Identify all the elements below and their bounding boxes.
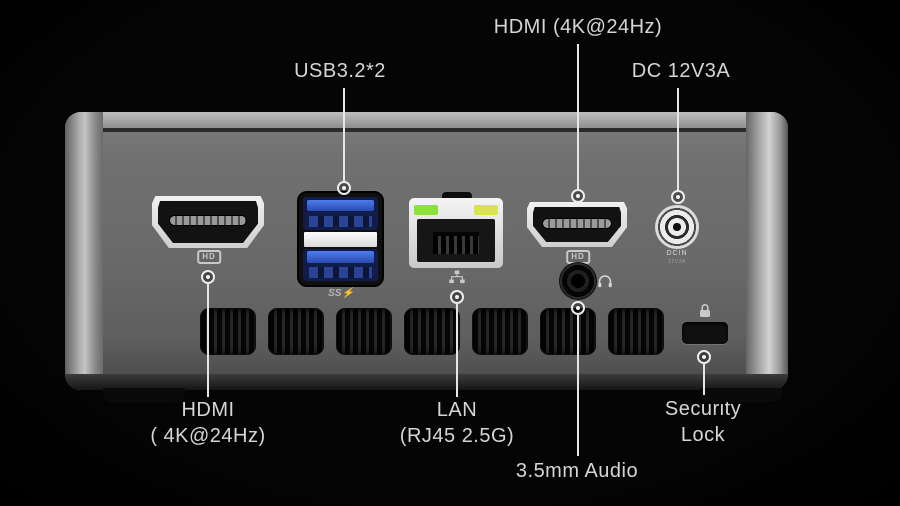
lan-led-yellow [474,205,498,215]
callout-label-hdmi-bottom-2: ( 4K@24Hz) [150,425,266,447]
callout-line-hdmi-top [577,44,579,190]
callout-label-usb: USB3.2*2 [294,60,386,82]
callout-label-hdmi-top: HDMI (4K@24Hz) [493,16,663,38]
callout-line-hdmi-bottom [207,284,209,397]
vent-grille [336,308,392,355]
callout-line-lock [703,364,705,395]
callout-label-lan-1: LAN [436,399,478,421]
callout-label-audio: 3.5mm Audio [515,460,639,482]
vent-grille [472,308,528,355]
callout-label-dc: DC 12V3A [631,60,731,82]
hdmi-logo-icon: HD [197,250,221,264]
device-left-corner [65,112,103,390]
lan-pins [432,232,480,255]
dot-core [702,355,706,359]
dot-core [676,195,680,199]
callout-dot-lock [697,350,711,364]
device-right-corner [746,112,788,390]
dot-core [455,295,459,299]
dc-spec-marking: 12V3A [668,259,686,265]
padlock-icon [699,303,711,323]
callout-line-audio [577,315,579,456]
hdmi-pin-strip [543,219,611,229]
dot-core [576,194,580,198]
usb-divider [304,231,377,247]
lan-cavity [417,219,495,262]
usb-port-bottom [303,248,378,281]
callout-dot-dc [671,190,685,204]
callout-line-dc [677,88,679,191]
dot-core [342,186,346,190]
dc-in-marking: DCIN [666,250,688,257]
hdmi-port-1 [152,196,264,248]
usb-contacts [309,215,372,227]
device-base-band [65,374,788,390]
vent-grille [404,308,460,355]
callout-dot-hdmi-top [571,189,585,203]
headphone-icon [598,274,613,293]
callout-label-lan-2: (RJ45 2.5G) [399,425,515,447]
kensington-lock-slot [682,322,728,344]
device-foot-right [700,388,782,402]
dc-power-jack [655,205,699,249]
callout-label-lock-1: Security [664,398,742,420]
callout-line-usb [343,88,345,182]
hdmi-pin-strip [169,215,247,225]
dot-core [206,275,210,279]
hdmi-port-2 [527,202,627,247]
callout-line-lan [456,304,458,397]
audio-jack-port [559,262,597,300]
callout-dot-usb [337,181,351,195]
usb-contacts [309,267,372,279]
dot-core [576,306,580,310]
network-icon [449,270,466,289]
callout-dot-hdmi-bottom [201,270,215,284]
vent-grille [268,308,324,355]
vent-grille [608,308,664,355]
usb-port-top [303,197,378,230]
device-top-edge [65,112,788,128]
lan-port [409,198,503,268]
callout-label-hdmi-bottom-1: HDMI [181,399,235,421]
callout-dot-audio [571,301,585,315]
device-foot-left [103,388,185,402]
vent-grille [540,308,596,355]
callout-label-lock-2: Lock [680,424,726,446]
callout-dot-lan [450,290,464,304]
usb-tongue [306,251,375,263]
superspeed-usb-icon: SS⚡ [328,288,354,299]
device-lid-seam [65,128,788,132]
usb-tongue [306,199,375,212]
vent-grille [200,308,256,355]
usb-port-stack [297,191,384,287]
lan-led-green [414,205,438,215]
